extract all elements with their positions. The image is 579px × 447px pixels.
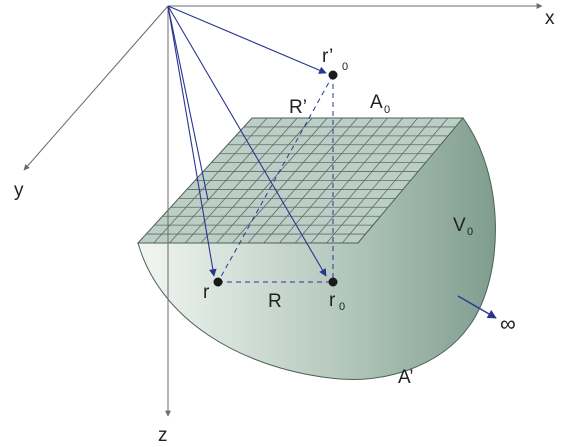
label-R: R — [268, 291, 282, 312]
grid-line — [310, 117, 419, 244]
vector-middle — [167, 5, 209, 201]
surface-a0 — [136, 117, 465, 244]
x-axis-label: x — [545, 8, 555, 29]
label-r-0-sub: 0 — [339, 301, 345, 313]
label-v0: V — [453, 215, 466, 236]
label-r-prime-0-sub: 0 — [342, 61, 348, 73]
label-r-0: r — [329, 290, 336, 311]
label-a0-sub: 0 — [384, 104, 390, 116]
dashed-r-prime — [217, 74, 334, 283]
vector-to-r — [167, 5, 217, 277]
label-infinity: ∞ — [500, 311, 516, 336]
point-r-prime-0 — [328, 70, 338, 80]
grid-line — [326, 117, 434, 244]
label-r: r — [203, 282, 210, 303]
vector-to-r-prime-0 — [167, 5, 327, 74]
point-r-0 — [328, 277, 338, 287]
y-axis-label: y — [14, 180, 24, 201]
label-a0: A — [370, 92, 383, 113]
point-r — [213, 277, 223, 287]
label-a-prime: A’ — [398, 367, 413, 388]
z-axis-label: z — [158, 425, 168, 446]
grid-line — [341, 117, 449, 244]
axes — [23, 3, 543, 417]
grid-line — [247, 117, 358, 244]
label-r-prime-0: r’ — [322, 46, 333, 67]
arrow-to-infinity — [457, 295, 497, 319]
label-R-prime: R’ — [289, 97, 307, 118]
grid-line — [294, 117, 404, 244]
grid-line — [279, 117, 388, 244]
vector-to-r-0 — [167, 5, 327, 277]
dashed-lines — [217, 74, 334, 283]
label-v0-sub: 0 — [467, 226, 473, 238]
grid-line — [263, 117, 373, 244]
position-vectors — [167, 5, 327, 277]
y-axis-line — [23, 5, 169, 171]
